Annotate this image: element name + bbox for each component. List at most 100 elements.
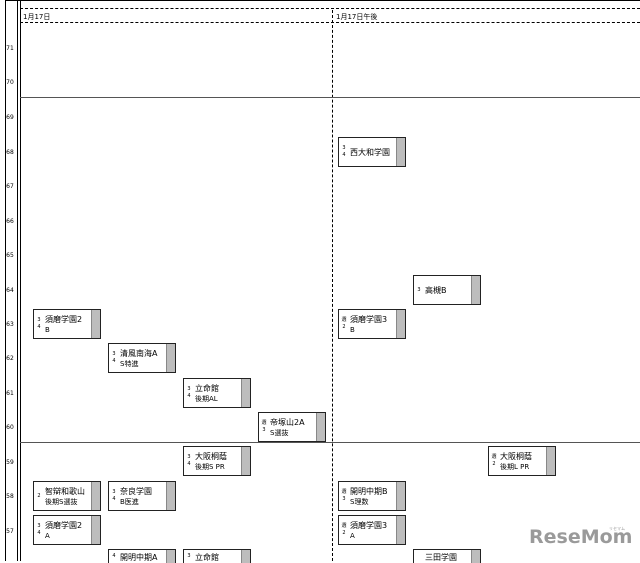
column-header-1: 1月17日 xyxy=(23,13,51,21)
top-border xyxy=(5,0,640,1)
school-tag: 3 4 xyxy=(187,386,191,399)
school-course: 後期AL xyxy=(195,395,218,403)
school-name: 三田学園 xyxy=(425,553,457,562)
rank-label: 60 xyxy=(6,424,14,431)
school-name: 開明中期B xyxy=(350,487,388,496)
rank-label: 70 xyxy=(6,79,14,86)
rank-label: 59 xyxy=(6,459,14,466)
school-box-bar xyxy=(396,482,405,510)
school-name: 清風南海A xyxy=(120,349,158,358)
school-name: 西大和学園 xyxy=(350,148,390,157)
school-tag: 4 xyxy=(112,553,116,559)
school-name: 奈良学園 xyxy=(120,487,152,496)
school-course: S理数 xyxy=(350,498,369,506)
rank-label: 64 xyxy=(6,287,14,294)
rank-label: 63 xyxy=(6,321,14,328)
column-header-2: 1月17日午後 xyxy=(336,13,378,21)
school-tag: 3 4 xyxy=(37,317,41,330)
school-box[interactable]: 選 3 開明中期B S理数 xyxy=(338,481,406,511)
school-box-bar xyxy=(91,310,100,338)
school-tag: 3 4 xyxy=(112,489,116,502)
school-course: 後期S PR xyxy=(195,463,225,471)
school-tag: 選 3 xyxy=(341,489,347,502)
school-tag: 選 2 xyxy=(491,454,497,467)
school-name: 智辯和歌山 xyxy=(45,487,85,496)
school-name: 須磨学園2 xyxy=(45,315,83,324)
school-tag: 3 4 xyxy=(187,454,191,467)
band-line-60 xyxy=(20,442,640,443)
school-box[interactable]: 3 4 須磨学園2 B xyxy=(33,309,101,339)
school-box-bar xyxy=(471,550,480,563)
school-name: 立命館 xyxy=(195,553,219,562)
school-box-bar xyxy=(91,482,100,510)
rank-label: 62 xyxy=(6,355,14,362)
school-name: 須磨学園3 xyxy=(350,315,388,324)
school-box-bar xyxy=(471,276,480,304)
school-box[interactable]: 選 2 大阪桐蔭 後期L PR xyxy=(488,446,556,476)
header-top-dashed-line xyxy=(20,8,640,9)
school-box[interactable]: 3 4 立命館 後期AL xyxy=(183,378,251,408)
school-box-bar xyxy=(241,447,250,475)
school-course: B xyxy=(45,326,50,334)
school-box[interactable]: 2 智辯和歌山 後期S選抜 xyxy=(33,481,101,511)
school-tag: 3 xyxy=(187,553,191,559)
rank-label: 57 xyxy=(6,528,14,535)
school-name: 須磨学園2 xyxy=(45,521,83,530)
school-box[interactable]: 選 2 須磨学園3 A xyxy=(338,515,406,545)
school-box-bar xyxy=(316,413,325,441)
school-box[interactable]: 選 3 帝塚山2A S選抜 xyxy=(258,412,326,442)
school-tag: 3 4 xyxy=(342,145,346,158)
school-box-bar xyxy=(396,138,405,166)
school-name: 開明中期A xyxy=(120,553,158,562)
rank-label: 61 xyxy=(6,390,14,397)
school-tag: 選 3 xyxy=(261,420,267,433)
school-tag: 3 xyxy=(417,287,421,293)
school-course: A xyxy=(45,532,50,540)
school-name: 高槻B xyxy=(425,286,447,295)
rank-label: 58 xyxy=(6,493,14,500)
rank-column-line-2 xyxy=(20,0,21,561)
header-bottom-dashed-line xyxy=(20,22,640,23)
school-box[interactable]: 3 高槻B xyxy=(413,275,481,305)
school-box-bar xyxy=(396,310,405,338)
school-box[interactable]: 3 立命館 xyxy=(183,549,251,563)
school-name: 大阪桐蔭 xyxy=(195,452,227,461)
school-box-bar xyxy=(166,344,175,372)
school-box[interactable]: 選 2 須磨学園3 B xyxy=(338,309,406,339)
school-course: A xyxy=(350,532,355,540)
resemom-logo: ReseMom xyxy=(529,526,633,548)
school-name: 立命館 xyxy=(195,384,219,393)
school-box[interactable]: 3 4 清風南海A S特進 xyxy=(108,343,176,373)
rank-label: 67 xyxy=(6,183,14,190)
school-tag: 3 4 xyxy=(37,523,41,536)
school-box[interactable]: 3 4 奈良学園 B医進 xyxy=(108,481,176,511)
school-name: 須磨学園3 xyxy=(350,521,388,530)
school-box-bar xyxy=(546,447,555,475)
school-name: 帝塚山2A xyxy=(270,418,305,427)
school-course: 後期L PR xyxy=(500,463,530,471)
school-course: B xyxy=(350,326,355,334)
school-box[interactable]: 3 4 大阪桐蔭 後期S PR xyxy=(183,446,251,476)
school-box-bar xyxy=(396,516,405,544)
rank-label: 65 xyxy=(6,252,14,259)
school-box[interactable]: 3 4 須磨学園2 A xyxy=(33,515,101,545)
school-box-bar xyxy=(241,550,250,563)
school-course: S選抜 xyxy=(270,429,289,437)
school-course: S特進 xyxy=(120,360,139,368)
school-box-bar xyxy=(166,550,175,563)
school-box[interactable]: 4 開明中期A xyxy=(108,549,176,563)
school-tag: 3 4 xyxy=(112,351,116,364)
school-name: 大阪桐蔭 xyxy=(500,452,532,461)
band-line-70 xyxy=(20,97,640,98)
school-box[interactable]: 3 4 西大和学園 xyxy=(338,137,406,167)
rank-column-line xyxy=(17,0,18,561)
resemom-logo-kana: リセマム xyxy=(609,526,625,531)
rank-label: 71 xyxy=(6,45,14,52)
column-divider xyxy=(332,10,333,561)
rank-label: 68 xyxy=(6,149,14,156)
school-tag: 選 2 xyxy=(341,317,347,330)
school-box[interactable]: 三田学園 xyxy=(413,549,481,563)
rank-label: 66 xyxy=(6,218,14,225)
rank-label: 69 xyxy=(6,114,14,121)
school-tag: 2 xyxy=(37,493,41,499)
